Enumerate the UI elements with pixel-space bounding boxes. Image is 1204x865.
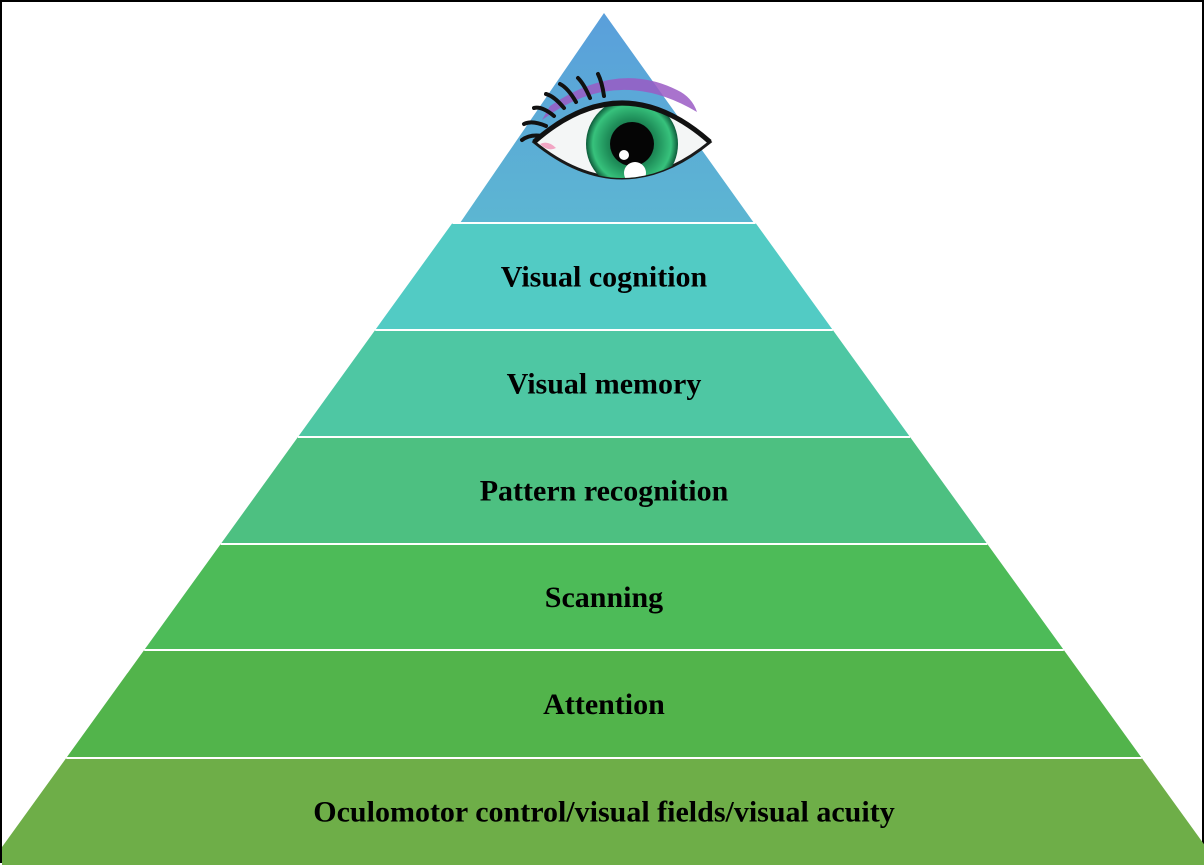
pyramid-tier	[220, 437, 988, 544]
eye-icon	[520, 72, 713, 180]
pyramid-tier	[66, 650, 1142, 758]
tier-label: Visual cognition	[501, 261, 708, 294]
tier-label: Scanning	[545, 581, 663, 614]
pyramid-tier	[297, 330, 911, 437]
tier-label: Oculomotor control/visual fields/visual …	[313, 796, 894, 829]
pyramid-tier	[144, 544, 1064, 650]
tier-label: Attention	[543, 688, 665, 721]
pyramid-tier	[375, 223, 833, 330]
tier-label: Visual memory	[507, 368, 702, 401]
tier-label: Pattern recognition	[480, 475, 729, 508]
pyramid-tier	[2, 758, 1204, 865]
